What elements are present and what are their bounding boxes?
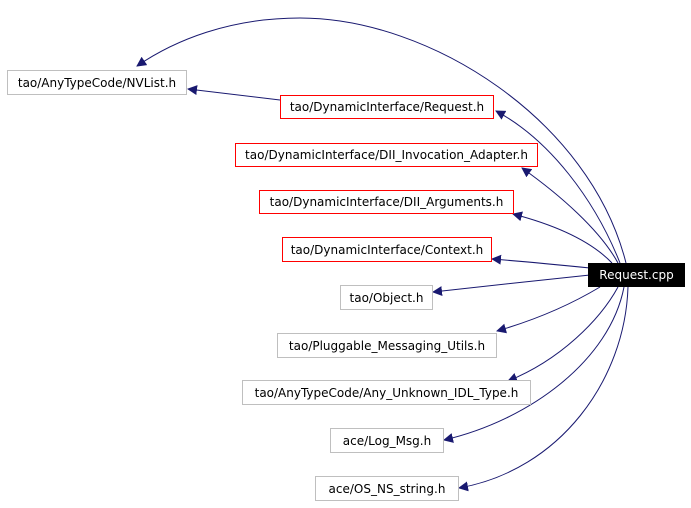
edge-request-h-to-nvlist-h — [187, 85, 281, 101]
edge-request-cpp-to-pluggable-messaging-utils-h — [496, 286, 601, 334]
node-log-msg-h[interactable]: ace/Log_Msg.h — [330, 428, 444, 453]
edge-request-cpp-to-any-unknown-idl-type-h — [507, 286, 619, 383]
edge-request-cpp-to-nvlist-h — [136, 17, 627, 264]
node-object-h[interactable]: tao/Object.h — [340, 285, 433, 310]
edge-request-cpp-to-log-msg-h — [443, 286, 625, 443]
edge-request-cpp-to-os-ns-string-h — [458, 286, 629, 492]
node-dii-arguments-h[interactable]: tao/DynamicInterface/DII_Arguments.h — [259, 190, 514, 214]
edge-request-cpp-to-dii-arguments-h — [512, 211, 613, 264]
edge-request-cpp-to-dii-invocation-adapter-h — [521, 167, 619, 264]
node-context-h[interactable]: tao/DynamicInterface/Context.h — [282, 237, 492, 262]
node-request-h[interactable]: tao/DynamicInterface/Request.h — [280, 95, 494, 119]
node-os-ns-string-h[interactable]: ace/OS_NS_string.h — [315, 476, 459, 501]
node-dii-invocation-adapter-h[interactable]: tao/DynamicInterface/DII_Invocation_Adap… — [235, 143, 538, 167]
node-any-unknown-idl-type-h[interactable]: tao/AnyTypeCode/Any_Unknown_IDL_Type.h — [242, 380, 531, 405]
node-pluggable-messaging-utils-h[interactable]: tao/Pluggable_Messaging_Utils.h — [277, 333, 497, 358]
edge-request-cpp-to-request-h — [495, 110, 621, 264]
node-nvlist-h[interactable]: tao/AnyTypeCode/NVList.h — [7, 70, 187, 95]
node-request-cpp[interactable]: Request.cpp — [588, 263, 685, 287]
edge-request-cpp-to-context-h — [491, 254, 591, 269]
edge-request-cpp-to-object-h — [432, 274, 591, 297]
